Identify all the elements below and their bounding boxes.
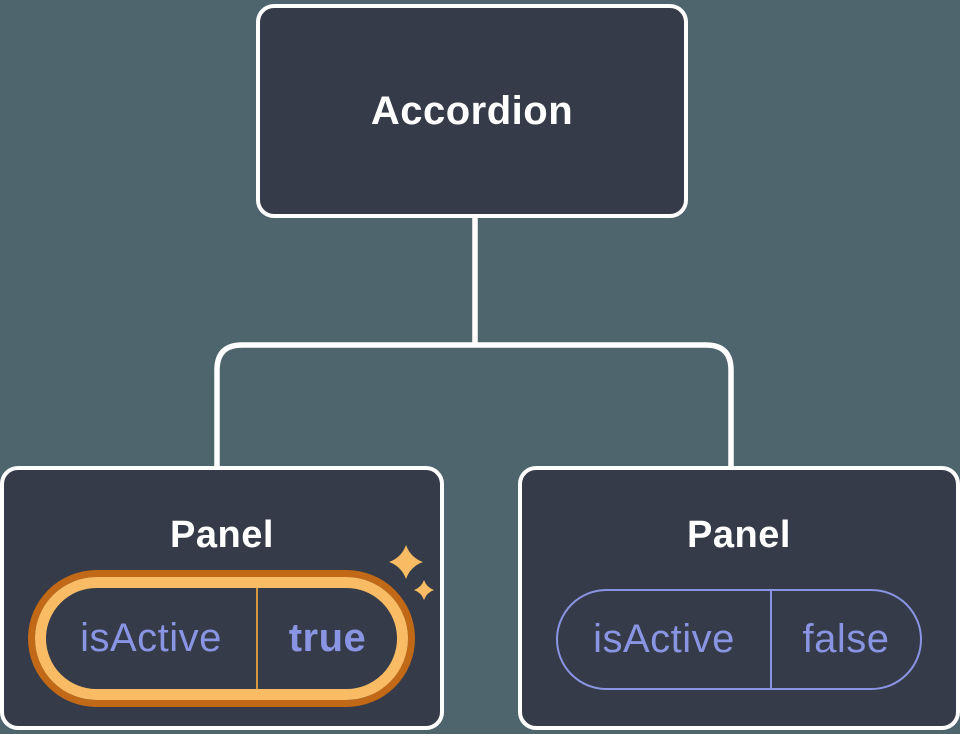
state-key-cell: isActive (558, 591, 770, 688)
component-node-accordion: Accordion (256, 4, 688, 218)
sparkle-large (389, 545, 423, 579)
state-key-label: isActive (80, 616, 222, 660)
component-node-panel-active: Panel isActive true (0, 466, 444, 730)
state-key-cell: isActive (46, 588, 256, 689)
state-pill-divider (770, 591, 772, 688)
sparkle-small (414, 580, 434, 600)
panel-title: Panel (687, 514, 791, 556)
component-node-panel-inactive: Panel isActive false (518, 466, 960, 730)
connector-path (214, 214, 734, 472)
state-key-label: isActive (593, 617, 735, 661)
state-value-label: true (288, 616, 367, 660)
sparkles-icon (389, 545, 434, 600)
state-pill-divider (256, 588, 258, 689)
state-pill-active: isActive true (35, 577, 408, 700)
state-value-label: false (802, 617, 890, 661)
state-value-cell: true (258, 588, 397, 689)
state-value-cell: false (772, 591, 920, 688)
state-pill-inactive: isActive false (556, 589, 922, 690)
node-label: Accordion (370, 88, 574, 133)
panel-title: Panel (170, 514, 274, 556)
